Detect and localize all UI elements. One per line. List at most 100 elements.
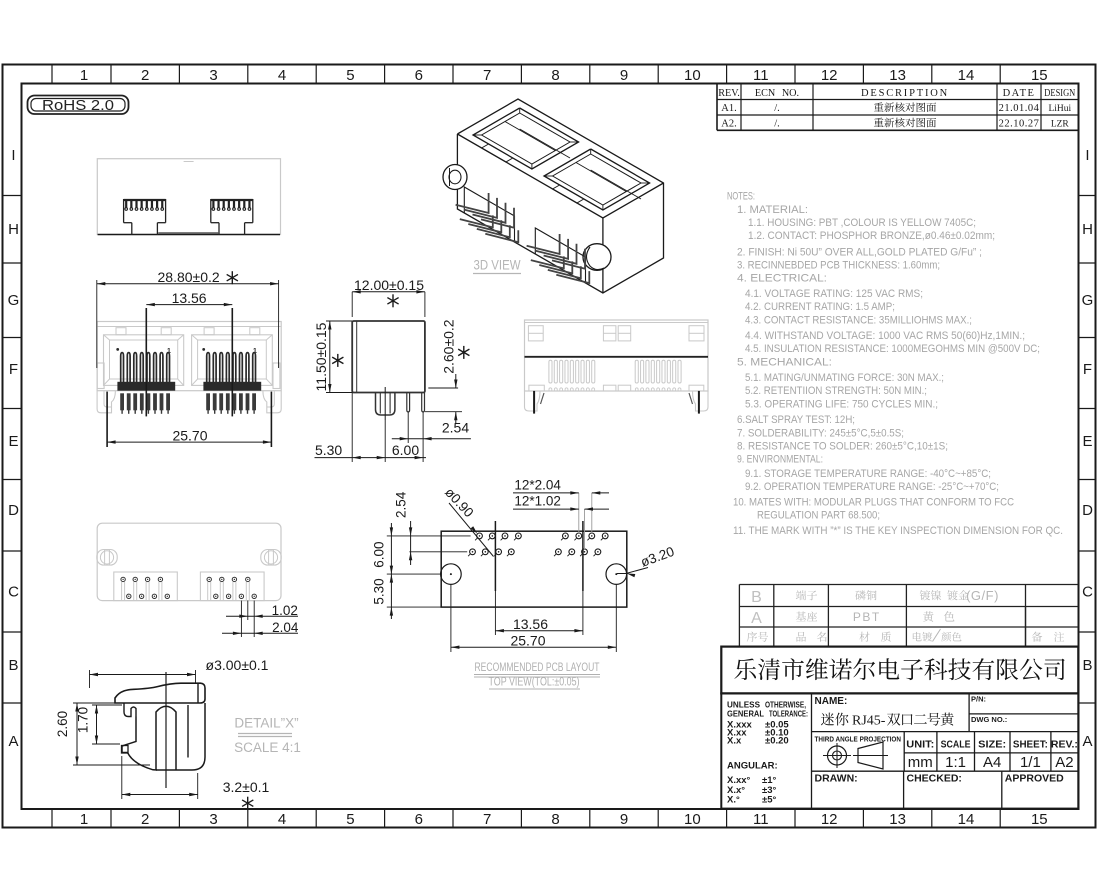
svg-text:2.54: 2.54 xyxy=(394,491,409,518)
svg-text:REGULATION PART 68.500;: REGULATION PART 68.500; xyxy=(757,510,880,522)
svg-text:3D VIEW: 3D VIEW xyxy=(474,258,521,273)
svg-text:15: 15 xyxy=(1031,811,1048,828)
svg-text:A4: A4 xyxy=(983,754,1001,771)
svg-text:5.30: 5.30 xyxy=(315,442,342,458)
svg-text:/.: /. xyxy=(774,118,780,129)
svg-text:6.00: 6.00 xyxy=(371,541,386,567)
svg-text:RoHS 2.0: RoHS 2.0 xyxy=(42,98,114,114)
svg-text:4: 4 xyxy=(278,67,286,84)
svg-text:1.1. HOUSING: PBT ,COLOUR: 1.1. HOUSING: PBT ,COLOUR IS YELLOW 7405… xyxy=(748,217,976,229)
svg-text:B: B xyxy=(8,657,18,674)
svg-text:13.56: 13.56 xyxy=(172,290,207,306)
svg-text:mm: mm xyxy=(908,754,933,771)
svg-text:12: 12 xyxy=(821,811,838,828)
svg-text:H: H xyxy=(8,221,19,238)
svg-text:13: 13 xyxy=(889,811,906,828)
svg-text:1: 1 xyxy=(80,67,88,84)
svg-text:5: 5 xyxy=(346,67,354,84)
svg-text:4. ELECTRICAL:: 4. ELECTRICAL: xyxy=(737,273,827,285)
svg-text:5.30: 5.30 xyxy=(371,578,386,604)
svg-text:A2.: A2. xyxy=(721,118,736,129)
svg-text:ANGULAR:: ANGULAR: xyxy=(727,761,778,772)
svg-text:12: 12 xyxy=(821,67,838,84)
svg-text:6: 6 xyxy=(415,811,423,828)
svg-text:X.°: X.° xyxy=(727,794,740,805)
svg-text:D: D xyxy=(8,502,19,519)
svg-text:REV.: REV. xyxy=(718,88,740,99)
svg-text:13: 13 xyxy=(889,67,906,84)
svg-text:22.10.27: 22.10.27 xyxy=(999,118,1040,129)
svg-text:1/1: 1/1 xyxy=(1020,754,1041,771)
svg-text:A: A xyxy=(8,733,18,750)
svg-text:E: E xyxy=(8,433,18,450)
svg-text:2.54: 2.54 xyxy=(442,420,469,436)
svg-text:A: A xyxy=(1082,733,1092,750)
svg-text:X.x°: X.x° xyxy=(727,785,745,796)
svg-text:SHEET:: SHEET: xyxy=(1013,739,1048,751)
svg-text:12*1.02: 12*1.02 xyxy=(514,494,561,509)
svg-text:NOTES:: NOTES: xyxy=(727,191,755,203)
svg-text:3: 3 xyxy=(209,67,217,84)
svg-text:12.00±0.15: 12.00±0.15 xyxy=(354,277,424,293)
svg-text:6.00: 6.00 xyxy=(392,442,419,458)
svg-text:7. SOLDERABILITY: 245±5°C,5±: 7. SOLDERABILITY: 245±5°C,5±0.5S; xyxy=(737,427,904,439)
svg-text:B: B xyxy=(751,589,762,606)
svg-text:1: 1 xyxy=(253,348,257,355)
svg-text:REV.:: REV.: xyxy=(1051,739,1078,751)
svg-text:E: E xyxy=(1082,433,1092,450)
svg-text:DRAWN:: DRAWN: xyxy=(815,772,858,784)
svg-text:NAME:: NAME: xyxy=(815,696,848,707)
svg-text:10: 10 xyxy=(684,811,701,828)
svg-text:±5°: ±5° xyxy=(762,794,776,805)
svg-text:X.xxx: X.xxx xyxy=(727,720,753,731)
svg-text:21.01.04: 21.01.04 xyxy=(999,103,1040,114)
svg-text:I: I xyxy=(1085,147,1089,164)
svg-text:1.02: 1.02 xyxy=(272,603,298,618)
svg-text:G: G xyxy=(1082,292,1094,309)
svg-text:A2: A2 xyxy=(1055,754,1073,771)
svg-text:F: F xyxy=(9,361,18,378)
svg-text:SCALE: SCALE xyxy=(941,739,971,751)
svg-text:F: F xyxy=(1083,361,1092,378)
svg-text:DWG NO.:: DWG NO.: xyxy=(971,715,1007,724)
svg-text:PBT: PBT xyxy=(853,610,881,624)
svg-text:2: 2 xyxy=(141,811,149,828)
svg-text:P/N:: P/N: xyxy=(971,694,986,703)
svg-text:6.SALT SPRAY TEST: 12H;: 6.SALT SPRAY TEST: 12H; xyxy=(737,414,855,426)
svg-text:10. MATES WITH: MODULAR PL: 10. MATES WITH: MODULAR PLUGS THAT CONFO… xyxy=(733,497,1014,509)
svg-text:4.1. VOLTAGE RATING: 125 V: 4.1. VOLTAGE RATING: 125 VAC RMS; xyxy=(745,288,923,300)
svg-text:±0.10: ±0.10 xyxy=(765,727,789,738)
svg-text:4: 4 xyxy=(278,811,286,828)
svg-text:9.2. OPERATION TEMPERATURE: 9.2. OPERATION TEMPERATURE RANGE: -25°C~… xyxy=(745,481,999,493)
svg-text:THIRD ANGLE PROJECTION: THIRD ANGLE PROJECTION xyxy=(815,734,902,743)
svg-text:C: C xyxy=(1082,584,1093,601)
svg-text:4.3. CONTACT RESISTANCE: 35: 4.3. CONTACT RESISTANCE: 35MILLIOHMS MAX… xyxy=(745,314,972,326)
svg-text:2.04: 2.04 xyxy=(272,620,299,635)
svg-text:I: I xyxy=(11,147,15,164)
svg-text:8: 8 xyxy=(551,67,559,84)
svg-text:(G/F): (G/F) xyxy=(966,588,999,603)
svg-text:13.56: 13.56 xyxy=(513,616,548,632)
svg-text:DETAIL”X”: DETAIL”X” xyxy=(234,716,298,731)
svg-text:A1.: A1. xyxy=(721,103,736,114)
svg-text:2.60: 2.60 xyxy=(55,711,70,737)
svg-text:SCALE 4:1: SCALE 4:1 xyxy=(234,740,301,755)
svg-text:/.: /. xyxy=(774,103,780,114)
svg-text:4.2. CURRENT RATING: 1.5 A: 4.2. CURRENT RATING: 1.5 AMP; xyxy=(745,301,895,313)
svg-text:GENERAL: GENERAL xyxy=(727,709,764,719)
svg-text:1. MATERIAL:: 1. MATERIAL: xyxy=(737,204,808,216)
svg-text:OTHERWISE,: OTHERWISE, xyxy=(765,699,806,709)
svg-text:7: 7 xyxy=(483,811,491,828)
svg-text:4.5. INSULATION RESISTANCE:: 4.5. INSULATION RESISTANCE: 1000MEGOHMS … xyxy=(745,343,1040,355)
svg-text:8: 8 xyxy=(551,811,559,828)
svg-text:TOP VIEW(TOL:±0.05): TOP VIEW(TOL:±0.05) xyxy=(489,677,580,689)
svg-text:X.xx°: X.xx° xyxy=(727,775,751,786)
svg-text:2.60±0.2: 2.60±0.2 xyxy=(441,319,457,374)
svg-text:UNIT:: UNIT: xyxy=(906,739,934,751)
svg-text:12*2.04: 12*2.04 xyxy=(514,477,561,492)
svg-text:25.70: 25.70 xyxy=(510,633,545,649)
svg-text:10: 10 xyxy=(684,67,701,84)
svg-text:9: 9 xyxy=(620,811,628,828)
svg-text:11.50±0.15: 11.50±0.15 xyxy=(313,322,329,391)
svg-text:1: 1 xyxy=(167,348,171,355)
